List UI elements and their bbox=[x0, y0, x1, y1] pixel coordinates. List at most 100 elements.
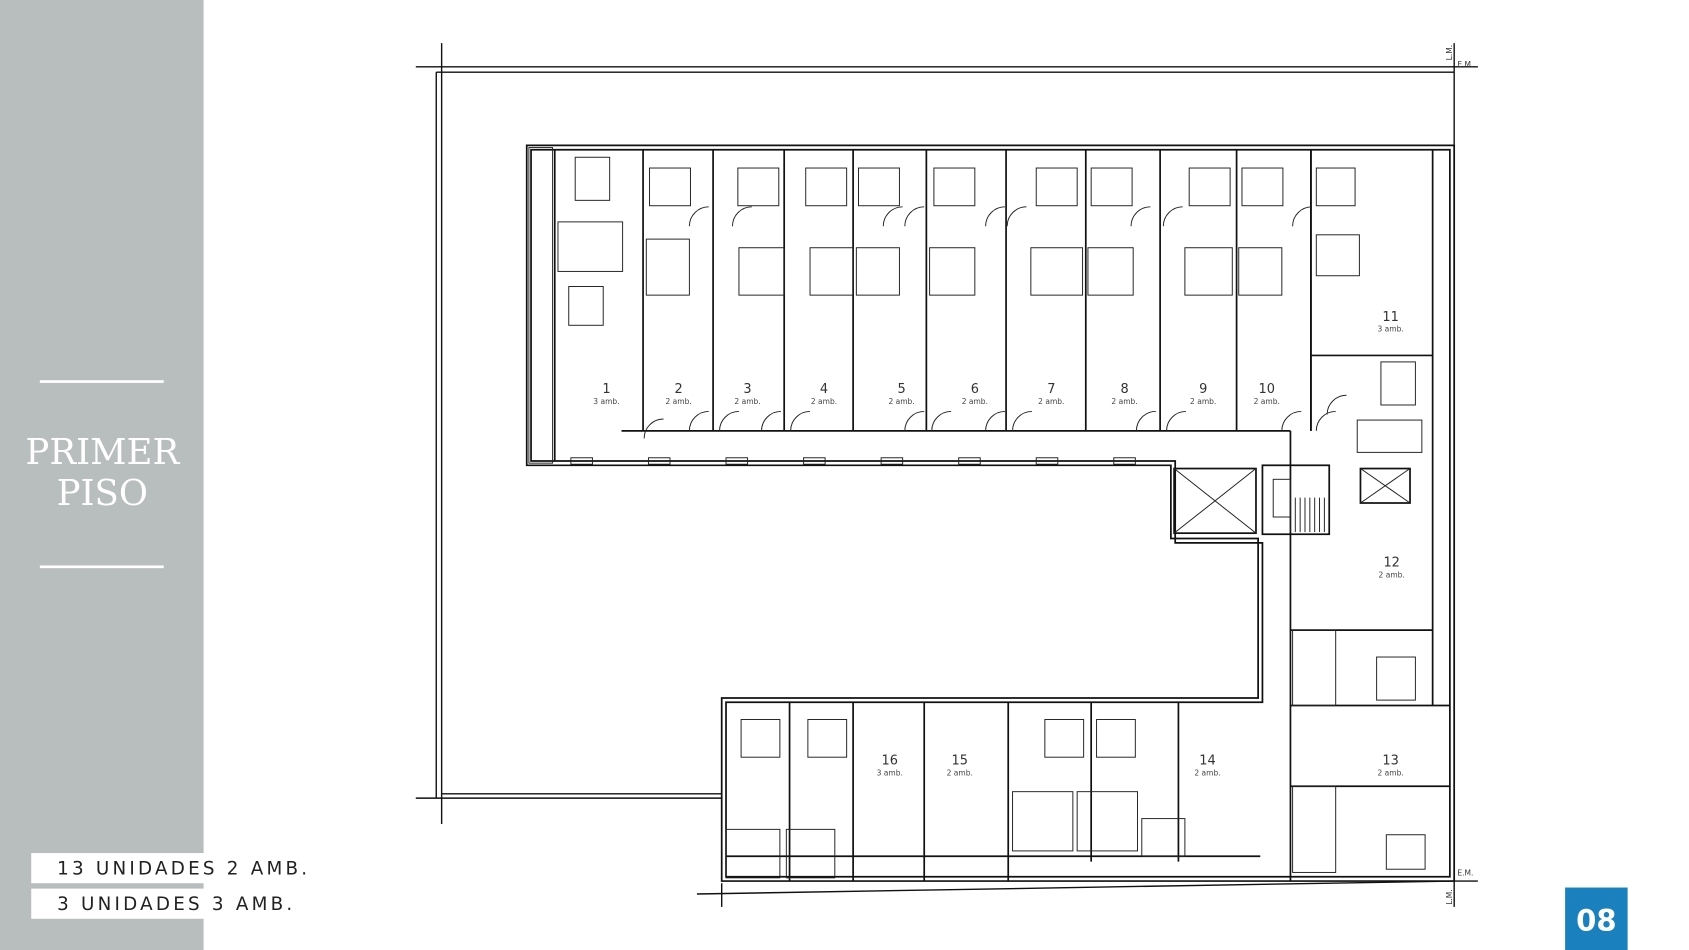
unit-type: 3 amb. bbox=[1377, 325, 1403, 334]
divider-top bbox=[39, 380, 164, 383]
window bbox=[570, 457, 593, 465]
unit-number: 16 bbox=[882, 754, 898, 769]
unit-number: 10 bbox=[1259, 382, 1275, 397]
unit-2: 22 amb. bbox=[665, 382, 691, 406]
window bbox=[725, 457, 749, 465]
bathroom bbox=[738, 247, 785, 296]
door-swing bbox=[1130, 206, 1151, 227]
door-swing bbox=[1006, 206, 1027, 227]
unit-dividers bbox=[553, 149, 1312, 882]
unit-number: 14 bbox=[1199, 754, 1215, 769]
unit-number: 8 bbox=[1120, 382, 1128, 397]
summary-text-1: 13 UNIDADES 2 AMB. bbox=[57, 859, 310, 880]
unit-number: 12 bbox=[1383, 556, 1399, 571]
unit-labels: 13 amb.22 amb.32 amb.42 amb.52 amb.62 am… bbox=[593, 310, 1405, 778]
door-swing bbox=[985, 206, 1006, 227]
bed bbox=[807, 719, 848, 758]
bed bbox=[1096, 719, 1136, 758]
door-swing bbox=[1326, 394, 1347, 415]
door-swing bbox=[1162, 206, 1183, 227]
bed bbox=[1385, 834, 1426, 870]
unit-11: 113 amb. bbox=[1377, 310, 1403, 334]
window bbox=[880, 457, 904, 465]
page-number-badge: 08 bbox=[1565, 887, 1628, 950]
bed bbox=[568, 286, 604, 326]
bathroom bbox=[1076, 791, 1138, 852]
unit-4: 42 amb. bbox=[811, 382, 837, 406]
bed bbox=[1376, 656, 1416, 701]
bathroom bbox=[1292, 785, 1337, 873]
bathroom bbox=[645, 238, 690, 296]
unit-16: 163 amb. bbox=[877, 754, 903, 778]
unit-number: 4 bbox=[820, 382, 828, 397]
unit-8: 82 amb. bbox=[1111, 382, 1137, 406]
bed bbox=[740, 719, 781, 758]
unit-type: 2 amb. bbox=[962, 397, 988, 406]
door-swing bbox=[904, 206, 925, 227]
summary-label-2: 3 UNIDADES 3 AMB. bbox=[31, 888, 292, 919]
bathroom bbox=[1184, 247, 1233, 296]
bathroom bbox=[1012, 791, 1074, 852]
unit-10: 102 amb. bbox=[1254, 382, 1280, 406]
door-swing bbox=[688, 410, 709, 431]
bathroom bbox=[929, 247, 976, 296]
bathroom bbox=[1238, 247, 1283, 296]
unit-12: 122 amb. bbox=[1379, 556, 1405, 580]
door-swing bbox=[643, 418, 664, 439]
bathroom bbox=[785, 828, 836, 879]
floor-plan: E.M. L.M. E.M. L.M. bbox=[415, 43, 1478, 907]
bathroom bbox=[855, 247, 900, 296]
unit-type: 2 amb. bbox=[1254, 397, 1280, 406]
unit-9: 92 amb. bbox=[1190, 382, 1216, 406]
bathroom bbox=[557, 221, 624, 272]
door-swing bbox=[985, 410, 1006, 431]
unit-5: 52 amb. bbox=[888, 382, 914, 406]
door-swing bbox=[719, 410, 739, 431]
bed bbox=[1035, 167, 1078, 207]
door-swing bbox=[1012, 410, 1032, 431]
unit-number: 1 bbox=[602, 382, 610, 397]
unit-type: 2 amb. bbox=[888, 397, 914, 406]
unit-type: 2 amb. bbox=[1377, 769, 1403, 778]
unit-type: 2 amb. bbox=[665, 397, 691, 406]
unit-type: 2 amb. bbox=[734, 397, 760, 406]
unit-3: 32 amb. bbox=[734, 382, 760, 406]
bathroom bbox=[725, 828, 781, 879]
lm-mark-bottom: L.M. bbox=[1445, 889, 1454, 904]
door-swing bbox=[1292, 206, 1313, 227]
unit-type: 3 amb. bbox=[877, 769, 903, 778]
window bbox=[1113, 457, 1136, 465]
unit-type: 2 amb. bbox=[811, 397, 837, 406]
door-swing bbox=[931, 410, 952, 431]
unit-6: 62 amb. bbox=[962, 382, 988, 406]
unit-type: 2 amb. bbox=[1194, 769, 1220, 778]
stair-landing bbox=[1272, 478, 1291, 518]
unit-number: 11 bbox=[1382, 310, 1398, 325]
floor-title-line2: PISO bbox=[57, 473, 148, 514]
summary-label-1: 13 UNIDADES 2 AMB. bbox=[31, 853, 310, 884]
stairs bbox=[1261, 464, 1331, 536]
door-swing bbox=[790, 410, 811, 431]
bathroom bbox=[809, 247, 854, 296]
door-swing bbox=[1135, 410, 1156, 431]
furniture bbox=[557, 156, 1426, 879]
unit-type: 2 amb. bbox=[947, 769, 973, 778]
window bbox=[958, 457, 981, 465]
page-number: 08 bbox=[1576, 904, 1616, 938]
unit-type: 2 amb. bbox=[1379, 570, 1405, 579]
lm-mark-top: L.M. bbox=[1445, 45, 1454, 60]
sidebar-panel bbox=[0, 0, 204, 950]
unit-number: 9 bbox=[1199, 382, 1207, 397]
unit-15: 152 amb. bbox=[947, 754, 973, 778]
bathroom bbox=[1356, 419, 1423, 453]
bed bbox=[1380, 361, 1416, 406]
floor-title-line1: PRIMER bbox=[25, 432, 180, 473]
unit-number: 13 bbox=[1382, 754, 1398, 769]
bed bbox=[1241, 167, 1284, 207]
bed bbox=[574, 156, 611, 201]
window bbox=[647, 457, 671, 465]
door-swing bbox=[882, 206, 903, 227]
unit-13: 132 amb. bbox=[1377, 754, 1403, 778]
door-swing bbox=[1315, 410, 1336, 431]
door-swing bbox=[904, 410, 925, 431]
